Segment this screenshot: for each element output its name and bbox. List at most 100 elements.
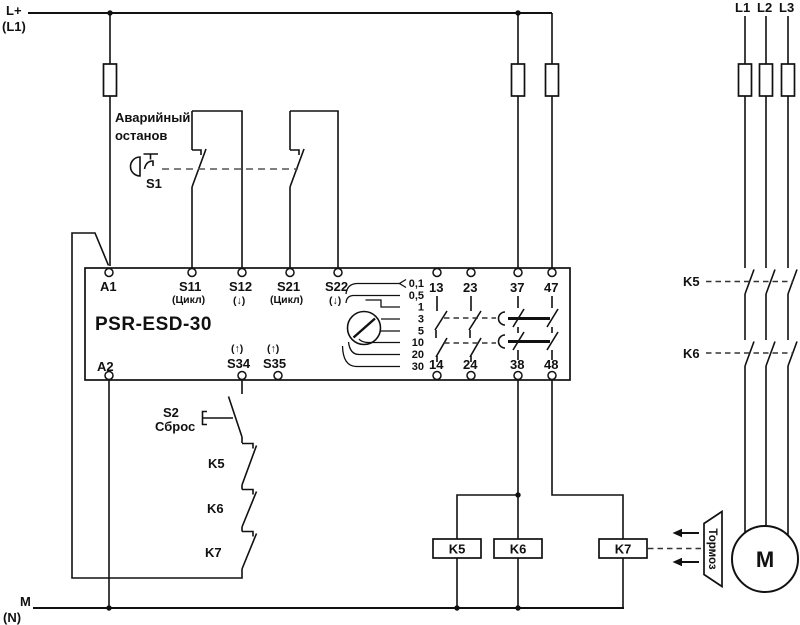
time-dial: 0,1 0,5 1 3 5 10 20 30 (341, 278, 424, 373)
output-feeds (510, 13, 560, 268)
phase-wires-upper (744, 16, 789, 268)
contact-arms (744, 269, 798, 295)
nc-contact-seat (192, 149, 202, 155)
terminal-13 (432, 267, 442, 278)
terminal-23 (466, 267, 476, 278)
nc-contact-seat (290, 149, 300, 155)
phase-l2-label: L2 (757, 0, 772, 15)
terminal-s22 (333, 267, 343, 278)
phase-wires-to-motor (744, 366, 789, 535)
terminal-s21-sublabel: (Цикл) (270, 294, 303, 306)
terminal-s11-label: S11 (179, 279, 201, 294)
dial-scale-value: 20 (412, 349, 424, 361)
estop-button-icon (129, 153, 158, 177)
dial-leader (347, 341, 400, 356)
delayed-contacts (497, 296, 559, 360)
loop-wire (192, 110, 243, 268)
dial-scale-value: 30 (412, 361, 424, 373)
fuse-icon (510, 63, 526, 97)
k6-main-label: K6 (683, 346, 700, 361)
contact-arms-row2 (512, 331, 559, 351)
t48-wire (551, 379, 624, 539)
terminal-13-label: 13 (429, 280, 443, 295)
feedback-return-wire (71, 232, 243, 579)
terminal-s21-label: S21 (277, 279, 300, 294)
terminal-47 (547, 267, 557, 278)
k6-main-contacts: K6 (683, 341, 798, 367)
delay-arc-icon (497, 311, 506, 326)
terminal-23-label: 23 (463, 280, 477, 295)
safety-relay-module: PSR-ESD-30 A1 S11 (Цикл) S12 (↓) S21 (Ци… (84, 267, 571, 381)
reset-label: Сброс (155, 419, 195, 434)
terminal-24 (466, 370, 476, 381)
k6-feedback-label: K6 (207, 501, 224, 516)
actuator-hook (143, 160, 154, 170)
terminal-s12-label: S12 (229, 279, 252, 294)
phase-wires-mid (744, 294, 789, 340)
terminal-38 (513, 370, 523, 381)
estop-label-line2: останов (115, 128, 167, 143)
motor-label: M (756, 547, 774, 572)
terminal-s35 (273, 370, 283, 381)
fuse-icon (758, 63, 774, 97)
coil-k7-label: K7 (615, 542, 632, 557)
arrow-left-icon (672, 528, 682, 538)
dial-leader (345, 294, 400, 304)
motor-circle-icon (731, 525, 799, 593)
coil-k5-label: K5 (449, 542, 466, 557)
dial-scale-value: 0,5 (409, 290, 424, 302)
loop-wire (290, 110, 339, 268)
dial-leader (341, 345, 400, 368)
terminal-14 (432, 370, 442, 381)
dial-scale-value: 0,1 (409, 278, 424, 290)
wire (517, 350, 553, 360)
terminal-47-label: 47 (544, 280, 558, 295)
brake-label: Тормоз (706, 528, 718, 569)
coil-return-wires (456, 558, 519, 608)
terminal-s11-sublabel: (Цикл) (172, 294, 205, 306)
estop-contact-channel1 (191, 110, 243, 268)
wire (517, 296, 553, 308)
k6-feedback-contact (241, 488, 258, 528)
k7-feedback-label: K7 (205, 545, 222, 560)
terminal-s34 (237, 370, 247, 381)
coil-circuit: K5 K6 K7 (432, 379, 648, 608)
dial-scale-value: 1 (418, 302, 424, 314)
k5-main-contacts: K5 (683, 269, 798, 295)
dial-scale-value: 3 (418, 314, 424, 326)
three-phase-branch: L1 L2 L3 K5 K6 M (683, 0, 799, 593)
emergency-stop-circuit: Аварийный останов S1 (115, 110, 339, 268)
terminal-48-label: 48 (544, 357, 558, 372)
contact-arms (744, 341, 798, 367)
reset-feedback-chain: S2 Сброс K5 K6 K7 (71, 232, 258, 579)
k5-feedback-contact (241, 442, 258, 486)
k7-feedback-contact (241, 530, 258, 570)
delay-arc-icon (497, 334, 506, 349)
s2-contact-arm (227, 396, 243, 438)
top-supply-rail: L+ (L1) (2, 3, 552, 34)
relay-model-label: PSR-ESD-30 (95, 314, 212, 335)
brake-assembly: Тормоз (648, 509, 723, 589)
terminal-s11 (187, 267, 197, 278)
phase-l3-label: L3 (779, 0, 794, 15)
nc-contact-arm (289, 148, 305, 188)
supply-neg-label: M (20, 594, 31, 609)
estop-label-line1: Аварийный (115, 110, 190, 125)
mushroom-head (129, 156, 141, 177)
contact-23-24 (468, 296, 482, 362)
dial-leader (358, 338, 400, 344)
dial-scale-value: 5 (418, 326, 424, 338)
terminal-a1-label: A1 (100, 279, 117, 294)
terminal-s12-sublabel: (↓) (233, 295, 245, 307)
relay-outline (84, 267, 571, 381)
arrow-left-icon (672, 557, 682, 567)
s2-pushbutton-icon (201, 410, 233, 426)
terminal-s34-label: S34 (227, 356, 251, 371)
fuse-icon (737, 63, 753, 97)
brake-wedge-icon (703, 509, 723, 589)
bottom-supply-rail: M (N) (3, 594, 624, 625)
instant-contacts (434, 296, 496, 362)
k5-main-label: K5 (683, 274, 700, 289)
k5-branch-wire (456, 494, 518, 539)
